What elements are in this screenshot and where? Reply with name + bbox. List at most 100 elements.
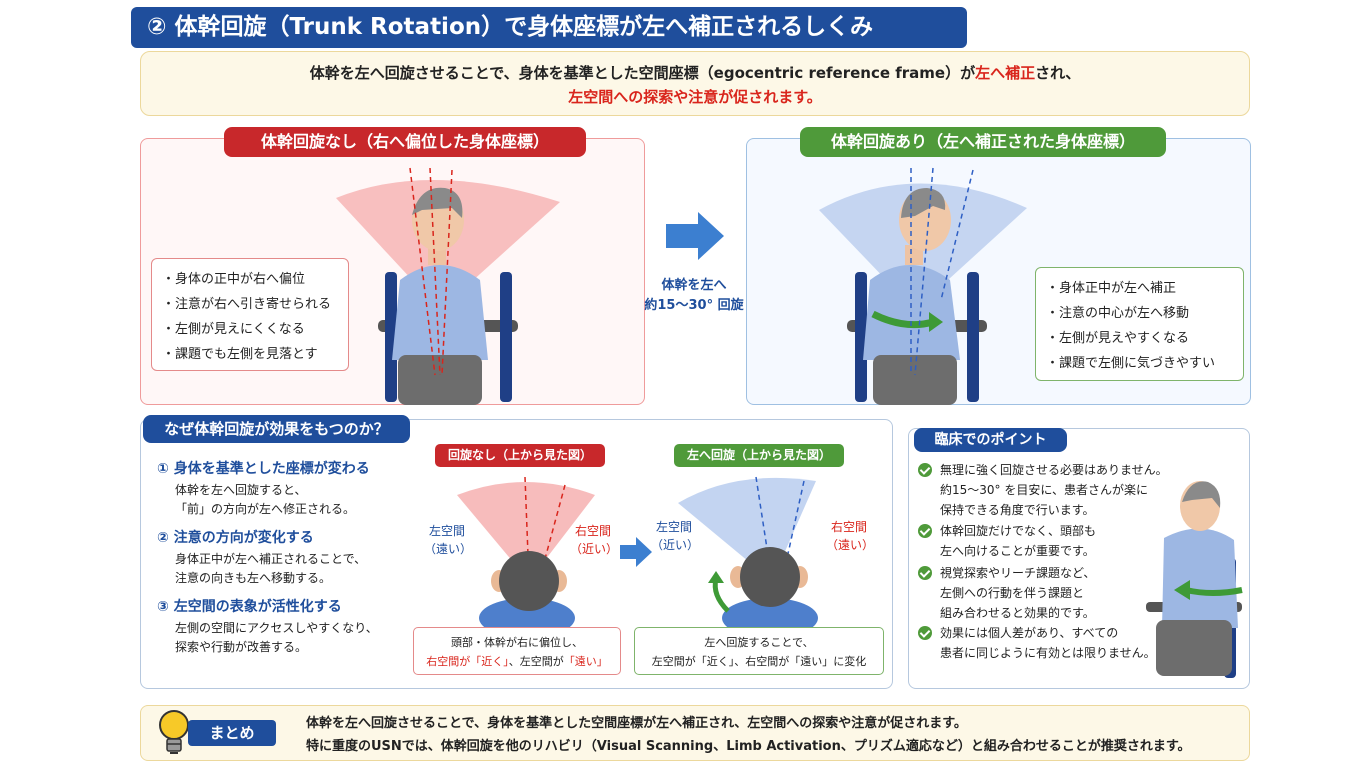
bullet-item: ・身体の正中が右へ偏位 — [162, 272, 306, 287]
label-text: （近い） — [651, 538, 700, 552]
caption-line: 右空間が「近く」、左空間が「遠い」 — [414, 652, 620, 671]
label-text: （近い） — [570, 542, 619, 556]
clinic-text: 患者に同じように有効とは限りません。 — [940, 646, 1156, 660]
summary-line-2: 特に重度のUSNでは、体幹回旋を他のリハビリ（Visual Scanning、L… — [306, 739, 1191, 754]
rotation-caption-line: 約15～30° 回旋 — [644, 298, 744, 313]
caption-line: 左へ回旋することで、 — [704, 636, 814, 649]
left-space-label: 左空間 （近い） — [651, 518, 700, 554]
reason-text: 注意の向きも左へ移動する。 — [175, 571, 332, 585]
top-view-rotation-illustration — [678, 476, 818, 628]
person-hair — [1182, 481, 1221, 508]
head-top-view — [740, 547, 800, 607]
with-rotation-illustration — [819, 167, 1027, 405]
caption-red-a: 右空間が「近く」 — [426, 655, 509, 668]
midline-dashed — [441, 169, 453, 376]
right-arrow-icon — [666, 212, 724, 260]
with-rotation-title: 体幹回旋あり（左へ補正された身体座標） — [800, 127, 1166, 157]
visual-field-fan-red — [457, 482, 595, 581]
clinic-text: 視覚探索やリーチ課題など、 — [940, 566, 1096, 580]
no-rotation-illustration — [336, 167, 560, 405]
reason-heading: ③ 左空間の表象が活性化する — [157, 599, 342, 615]
clinic-item-2: 体幹回旋だけでなく、頭部も 左へ向けることが重要です。 — [918, 521, 1170, 561]
bullet-item: ・左側が見えにくくなる — [162, 322, 305, 337]
clinic-text: 保持できる角度で行います。 — [940, 503, 1095, 517]
summary-label: まとめ — [188, 720, 276, 746]
head-top-view — [499, 551, 559, 611]
no-rotation-title: 体幹回旋なし（右へ偏位した身体座標） — [224, 127, 586, 157]
label-text: （遠い） — [424, 542, 473, 556]
caption-plain: 、左空間が — [508, 655, 564, 668]
clinic-text: 左へ向けることが重要です。 — [940, 544, 1095, 558]
person-legs — [1156, 620, 1232, 676]
shoulders-top-view — [479, 598, 575, 628]
check-icon — [918, 463, 932, 477]
right-arrow-icon — [620, 537, 652, 567]
left-space-label: 左空間 （遠い） — [424, 522, 473, 558]
top-view-rotation-title: 左へ回旋（上から見た図） — [674, 444, 844, 467]
rotation-caption-line: 体幹を左へ — [661, 278, 727, 293]
midline-dashed — [429, 167, 441, 376]
bullet-item: ・身体正中が左へ補正 — [1046, 281, 1177, 296]
label-text: 右空間 — [574, 524, 611, 538]
check-icon — [918, 626, 932, 640]
clinic-text: 無理に強く回旋させる必要はありません。 — [940, 463, 1168, 477]
label-text: 左空間 — [655, 520, 692, 534]
rotation-arrowhead — [708, 571, 724, 583]
intro-highlight: 左へ補正 — [975, 64, 1036, 82]
clinic-text: 体幹回旋だけでなく、頭部も — [940, 524, 1097, 538]
midline-dashed — [940, 169, 974, 301]
reason-text: 身体正中が左へ補正されることで、 — [175, 552, 367, 566]
label-text: 左空間 — [428, 524, 465, 538]
clinic-text: 約15～30° を目安に、患者さんが楽に — [940, 483, 1148, 497]
reason-2: ② 注意の方向が変化する 身体正中が左へ補正されることで、 注意の向きも左へ移動… — [157, 527, 407, 588]
clinic-item-3: 視覚探索やリーチ課題など、 左側への行動を伴う課題と 組み合わせると効果的です。 — [918, 563, 1170, 623]
clinic-text: 左側への行動を伴う課題と — [940, 586, 1085, 600]
right-space-label: 右空間 （遠い） — [826, 518, 874, 554]
check-icon — [918, 566, 932, 580]
reason-heading: ② 注意の方向が変化する — [157, 530, 314, 546]
check-icon — [918, 524, 932, 538]
caption-line: 頭部・体幹が右に偏位し、 — [451, 636, 583, 649]
rotation-arrowhead — [1174, 580, 1190, 600]
clinic-text: 効果には個人差があり、すべての — [940, 626, 1119, 640]
summary-box — [140, 705, 1250, 761]
rotation-arrow-green — [871, 310, 934, 329]
top-view-no-rotation-caption: 頭部・体幹が右に偏位し、 右空間が「近く」、左空間が「遠い」 — [413, 627, 621, 675]
top-view-no-rotation-illustration — [457, 476, 595, 628]
bullet-item: ・課題でも左側を見落とす — [162, 347, 318, 362]
bullet-item: ・注意が右へ引き寄せられる — [162, 297, 332, 312]
clinic-item-4: 効果には個人差があり、すべての 患者に同じように有効とは限りません。 — [918, 623, 1170, 663]
rotation-arrow-green — [1185, 587, 1243, 596]
rotation-arrow-green — [712, 578, 730, 613]
top-view-no-rotation-title: 回旋なし（上から見た図） — [435, 444, 605, 467]
reason-text: 探索や行動が改善する。 — [175, 640, 308, 654]
clinic-text: 組み合わせると効果的です。 — [940, 606, 1095, 620]
midline-dashed — [914, 167, 934, 376]
reason-text: 体幹を左へ回旋すると、 — [175, 483, 307, 497]
reason-3: ③ 左空間の表象が活性化する 左側の空間にアクセスしやすくなり、 探索や行動が改… — [157, 596, 407, 657]
rotation-caption: 体幹を左へ 約15～30° 回旋 — [636, 276, 752, 316]
reason-text: 「前」の方向が左へ修正される。 — [175, 502, 356, 516]
top-view-rotation-caption: 左へ回旋することで、 左空間が「近く」、右空間が「遠い」に変化 — [634, 627, 884, 675]
person-legs — [398, 355, 482, 405]
bullet-item: ・注意の中心が左へ移動 — [1046, 306, 1190, 321]
clinical-points-title: 臨床でのポイント — [914, 428, 1067, 452]
intro-text-b: され、 — [1035, 64, 1081, 82]
rotation-arrowhead — [929, 312, 943, 332]
reason-1: ① 身体を基準とした座標が変わる 体幹を左へ回旋すると、 「前」の方向が左へ修正… — [157, 458, 407, 519]
summary-line-1: 体幹を左へ回旋させることで、身体を基準とした空間座標が左へ補正され、左空間への探… — [306, 716, 967, 731]
no-rotation-bullets: ・身体の正中が右へ偏位 ・注意が右へ引き寄せられる ・左側が見えにくくなる ・課… — [151, 258, 349, 371]
person-torso — [1162, 528, 1238, 628]
intro-box: 体幹を左へ回旋させることで、身体を基準とした空間座標（egocentric re… — [140, 51, 1250, 116]
with-rotation-bullets: ・身体正中が左へ補正 ・注意の中心が左へ移動 ・左側が見えやすくなる ・課題で左… — [1035, 267, 1244, 381]
caption-line: 左空間が「近く」、右空間が「遠い」に変化 — [651, 655, 867, 668]
person-hair — [412, 187, 463, 218]
intro-line-1: 体幹を左へ回旋させることで、身体を基準とした空間座標（egocentric re… — [141, 61, 1249, 85]
bullet-item: ・左側が見えやすくなる — [1046, 331, 1190, 346]
seated-person-illustration — [1146, 481, 1243, 678]
chair-back — [967, 272, 979, 402]
chair-back — [385, 272, 397, 402]
label-text: 右空間 — [830, 520, 867, 534]
why-title: なぜ体幹回旋が効果をもつのか？ — [143, 415, 410, 443]
lightbulb-icon — [159, 710, 189, 754]
